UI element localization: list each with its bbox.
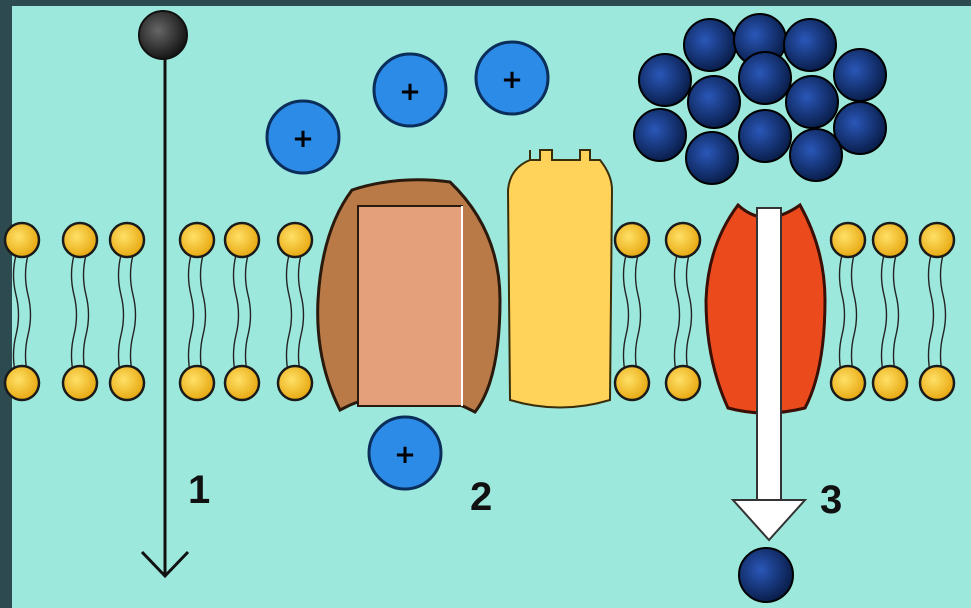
phospholipid [871,221,909,402]
phospholipid [664,221,702,402]
cluster-molecule [833,101,887,155]
phospholipid [3,221,41,402]
facilitated-diffusion-pathway: + + + + 2 [265,40,614,519]
transported-molecule [738,547,794,603]
transport-arrow-head [730,499,808,542]
transport-arrow-shaft [756,207,782,501]
cluster-molecule [738,51,792,105]
phospholipid [178,221,216,402]
label-3: 3 [820,478,842,522]
cluster-molecule [638,53,692,107]
cation-ion: + [367,415,443,491]
cluster-molecule [833,48,887,102]
phospholipid [61,221,99,402]
phospholipid [108,221,146,402]
active-transport-pathway: 3 [633,13,887,603]
channel-pore [357,205,463,407]
svg-text:+: + [292,124,314,154]
cluster-molecule [685,131,739,185]
cation-ion: + [474,40,550,116]
diffusing-molecule [138,10,188,60]
cluster-molecule [738,109,792,163]
svg-text:+: + [501,65,523,95]
cluster-molecule [785,75,839,129]
phospholipid [613,221,651,402]
phospholipid [276,221,314,402]
cluster-molecule [687,75,741,129]
phospholipid [829,221,867,402]
label-1: 1 [188,468,210,512]
cluster-molecule [783,18,837,72]
molecule-cluster [633,13,887,185]
carrier-protein [506,149,614,409]
simple-diffusion-pathway: 1 [138,10,210,579]
phospholipid [918,221,956,402]
label-2: 2 [470,475,492,519]
svg-text:+: + [399,77,421,107]
cation-ion: + [372,52,448,128]
cation-ion: + [265,99,341,175]
lipid-bilayer [3,221,956,402]
svg-text:+: + [394,440,416,470]
phospholipid [223,221,261,402]
cluster-molecule [789,128,843,182]
diffusion-arrow-head [140,550,190,579]
cluster-molecule [683,18,737,72]
cluster-molecule [633,108,687,162]
